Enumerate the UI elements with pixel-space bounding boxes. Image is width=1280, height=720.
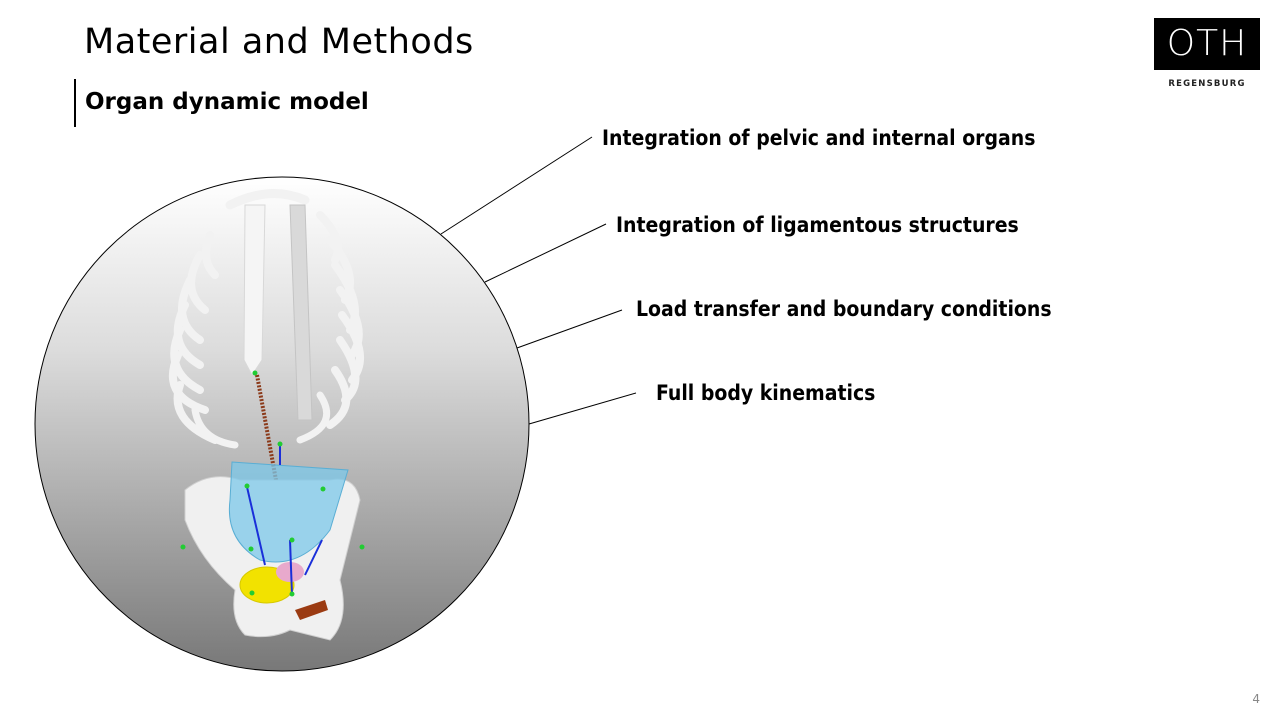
- rectum-icon: [295, 600, 328, 620]
- callout-line-3: [516, 309, 623, 349]
- anatomical-model-illustration: [168, 189, 365, 641]
- point-ligamentous-structures: Integration of ligamentous structures: [616, 213, 1019, 237]
- subtitle-accent-bar: [74, 79, 76, 127]
- logo-mark: OTH: [1166, 23, 1248, 64]
- callout-line-2: [484, 223, 607, 283]
- callout-line-4: [528, 392, 637, 425]
- oth-logo: OTH: [1154, 18, 1260, 70]
- rib-cage-icon: [168, 189, 364, 449]
- uterus-icon: [276, 562, 304, 582]
- point-load-transfer: Load transfer and boundary conditions: [636, 297, 1052, 321]
- model-circle: [34, 176, 530, 672]
- point-full-body-kinematics: Full body kinematics: [656, 381, 876, 405]
- point-pelvic-organs: Integration of pelvic and internal organ…: [602, 126, 1036, 150]
- slide-title: Material and Methods: [84, 22, 474, 62]
- slide-subtitle: Organ dynamic model: [85, 89, 369, 115]
- callout-line-1: [440, 136, 593, 235]
- sternum-icon: [243, 204, 266, 376]
- marker-points: [180, 370, 365, 597]
- spine-icon: [289, 204, 313, 421]
- page-number: 4: [1252, 692, 1260, 706]
- logo-name: REGENSBURG: [1168, 79, 1246, 89]
- ligament-lines: [246, 445, 323, 596]
